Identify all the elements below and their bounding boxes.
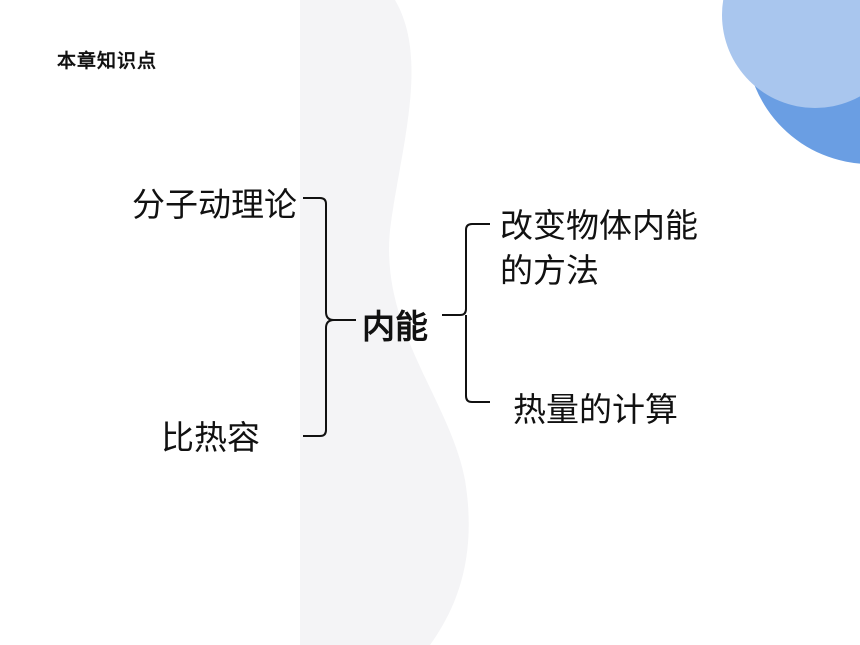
- right-bracket: [442, 223, 490, 403]
- node-left-specific-heat: 比热容: [161, 418, 260, 457]
- left-bracket: [303, 197, 356, 437]
- node-left-molecular-theory: 分子动理论: [132, 185, 297, 224]
- blue-circle-inner: [722, 0, 860, 108]
- node-center-internal-energy: 内能: [362, 307, 428, 346]
- node-right-change-methods: 改变物体内能的方法: [500, 206, 698, 290]
- node-right-heat-calculation: 热量的计算: [513, 390, 678, 429]
- gray-wave-shape: [300, 0, 469, 645]
- slide-heading: 本章知识点: [57, 50, 158, 72]
